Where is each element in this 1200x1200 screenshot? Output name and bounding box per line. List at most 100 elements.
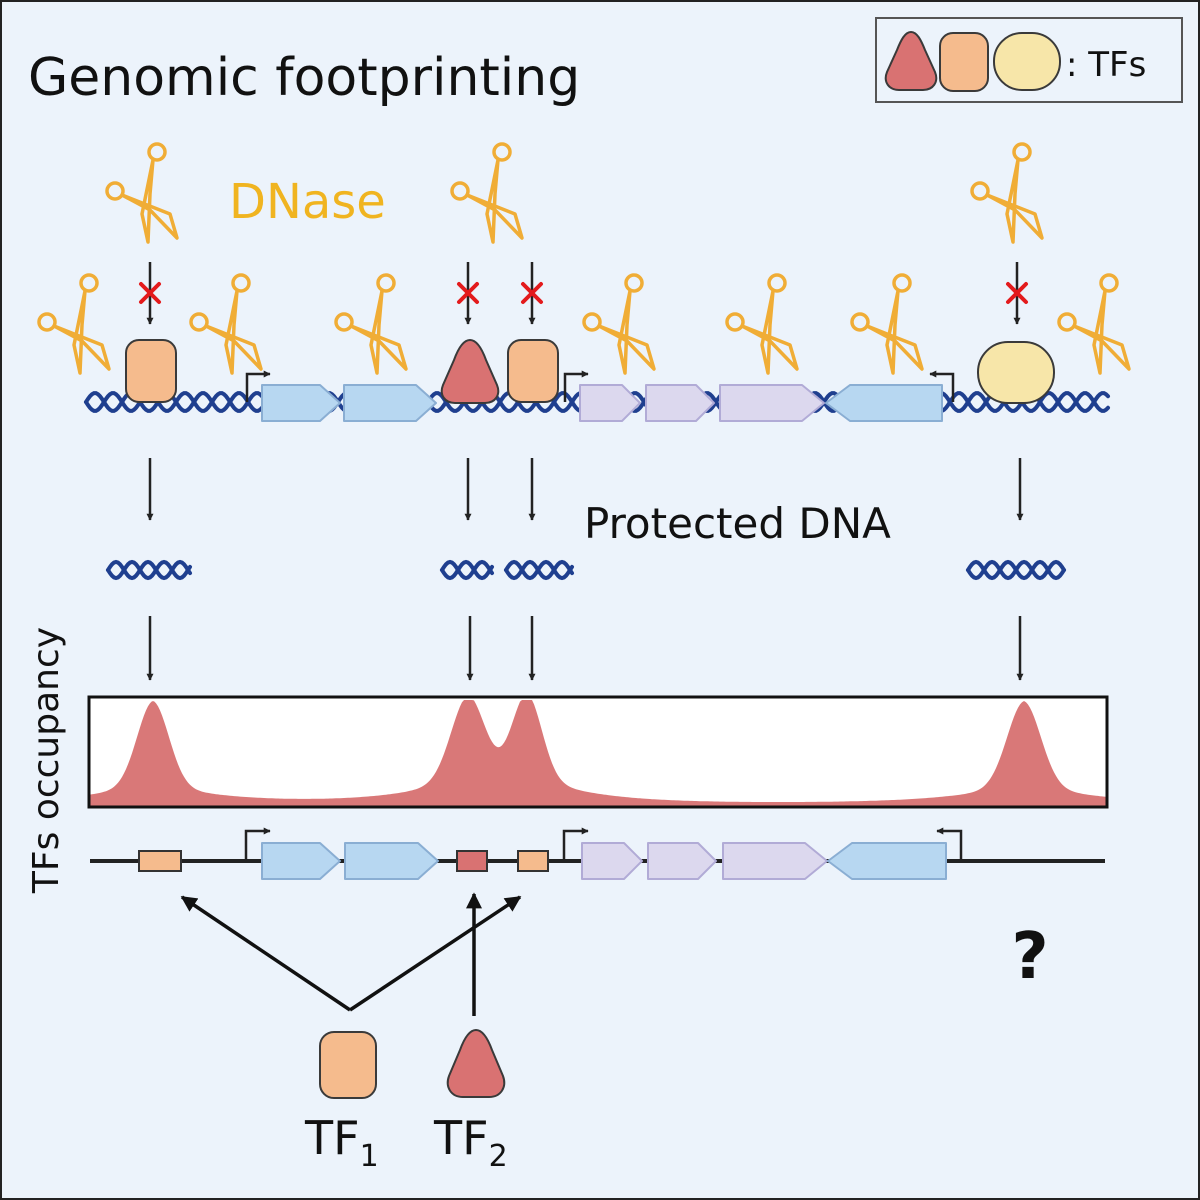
tf1-motif bbox=[517, 850, 549, 872]
motif-assignment-arrows bbox=[180, 892, 522, 1016]
gene-arrow-icon bbox=[581, 842, 643, 880]
occupancy-track bbox=[87, 695, 1109, 809]
scissors-blade bbox=[72, 289, 87, 375]
digestion-arrows bbox=[146, 458, 1024, 521]
scissors-handle bbox=[105, 181, 125, 201]
tf2-icon bbox=[446, 1028, 506, 1098]
dna-strand bbox=[440, 559, 494, 581]
tf2-motif bbox=[456, 850, 488, 872]
scissors-blade bbox=[985, 193, 1044, 240]
scissors-handle bbox=[582, 312, 602, 332]
scissors-blade bbox=[369, 289, 384, 375]
protected-fragment bbox=[966, 559, 1066, 581]
gene-arrow-icon bbox=[647, 842, 717, 880]
protected-fragment bbox=[440, 559, 494, 581]
legend-triangle-tf-icon bbox=[884, 30, 938, 91]
scissors-blade bbox=[224, 289, 239, 375]
scissors-blade bbox=[1005, 158, 1020, 244]
block-mark-stroke bbox=[139, 282, 161, 304]
scissors-icon bbox=[105, 142, 179, 244]
figure-title: Genomic footprinting bbox=[28, 48, 580, 108]
block-mark-stroke bbox=[457, 282, 479, 304]
blocked-cut-icon bbox=[139, 282, 161, 304]
scissors-handle bbox=[79, 273, 99, 293]
blocked-cut-icon bbox=[521, 282, 543, 304]
scissors-blade bbox=[597, 324, 656, 371]
occupancy-track-background bbox=[89, 697, 1107, 807]
motif-sites bbox=[138, 850, 549, 872]
scissors-handle bbox=[892, 273, 912, 293]
protected-fragment bbox=[504, 559, 574, 581]
scissors-handle bbox=[970, 181, 990, 201]
scissors-handle bbox=[850, 312, 870, 332]
promoters-top bbox=[245, 370, 955, 402]
scissors-blade bbox=[465, 193, 524, 240]
dnase-label: DNase bbox=[229, 174, 386, 230]
block-mark-stroke bbox=[1006, 282, 1028, 304]
scissors-icon bbox=[1057, 273, 1131, 375]
occupancy-axis-label: TFs occupancy bbox=[26, 627, 67, 894]
bound-tf1-icon bbox=[125, 339, 177, 403]
scissors-handle bbox=[450, 181, 470, 201]
gene-arrow-icon bbox=[343, 384, 437, 422]
tf1-motif bbox=[138, 850, 182, 872]
legend-frame bbox=[875, 17, 1183, 103]
bound-tf2-icon bbox=[440, 338, 500, 404]
dna-strand bbox=[106, 559, 192, 581]
scissors-blade bbox=[865, 324, 924, 371]
scissors-icon bbox=[189, 273, 263, 375]
scissors-blade bbox=[885, 289, 900, 375]
gene-arrow-icon bbox=[719, 384, 825, 422]
blocked-cut-marks bbox=[139, 282, 1028, 304]
gene-arrow-icon bbox=[344, 842, 439, 880]
scissors-blade bbox=[204, 324, 263, 371]
scissors-icon bbox=[850, 273, 924, 375]
scissors-blade bbox=[617, 289, 632, 375]
gene-arrow-icon bbox=[261, 842, 341, 880]
scissors-handle bbox=[767, 273, 787, 293]
scissors-handle bbox=[624, 273, 644, 293]
scissors-blade bbox=[120, 193, 179, 240]
promoter-arrow-icon bbox=[929, 370, 955, 402]
gene-arrow-icon bbox=[722, 842, 828, 880]
blocked-cut-icon bbox=[1006, 282, 1028, 304]
occupancy-signal bbox=[90, 700, 1106, 806]
occupancy-track-frame bbox=[87, 695, 1109, 809]
scissors-handle bbox=[725, 312, 745, 332]
tf2-label: TF2 bbox=[433, 1111, 508, 1174]
tf2-label-subscript: 2 bbox=[489, 1139, 508, 1174]
promoter-arrow-icon bbox=[936, 827, 963, 861]
scissors-handle bbox=[231, 273, 251, 293]
protected-fragments bbox=[106, 559, 1066, 581]
tf2-label-base: TF bbox=[433, 1111, 489, 1165]
gene-arrow-icon bbox=[645, 384, 715, 422]
scissors-blade bbox=[485, 158, 500, 244]
tf1-assignment-arrow bbox=[180, 895, 351, 1012]
scissors-icon bbox=[582, 273, 656, 375]
scissors-handle bbox=[376, 273, 396, 293]
occupancy-arrows bbox=[146, 616, 1024, 681]
promoter-arrow-icon bbox=[563, 370, 589, 402]
scissors-blade bbox=[740, 324, 799, 371]
legend-label: : TFs bbox=[1066, 45, 1146, 85]
promoter-arrow-icon bbox=[245, 370, 271, 402]
scissors-handle bbox=[1099, 273, 1119, 293]
scissors-blade bbox=[1072, 324, 1131, 371]
bound-tfs bbox=[125, 338, 1055, 404]
scissors-handle bbox=[1057, 312, 1077, 332]
genes-annotation bbox=[261, 842, 947, 880]
scissors-blade bbox=[760, 289, 775, 375]
tf1-label-base: TF bbox=[304, 1111, 360, 1165]
scissors-blade bbox=[140, 158, 155, 244]
unknown-tf-mark: ? bbox=[1011, 920, 1048, 994]
scissors-handle bbox=[189, 312, 209, 332]
gene-arrow-icon bbox=[261, 384, 341, 422]
dna-strand bbox=[106, 559, 192, 581]
protected-dna-label: Protected DNA bbox=[584, 499, 891, 548]
dna-strand bbox=[966, 559, 1066, 581]
scissors-handle bbox=[37, 312, 57, 332]
blocked-cut-icon bbox=[457, 282, 479, 304]
tf1-assignment-arrow bbox=[349, 895, 522, 1012]
